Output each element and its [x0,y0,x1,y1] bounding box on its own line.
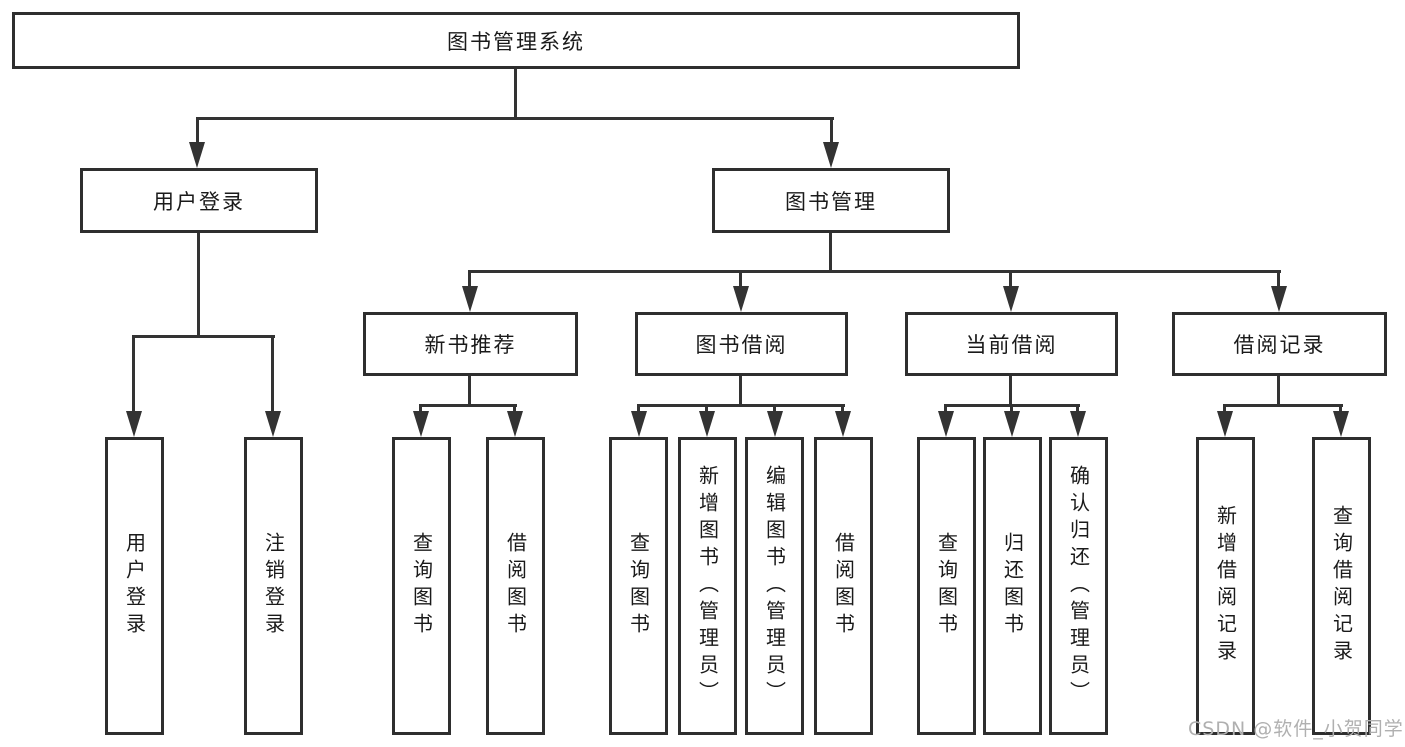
node-current-borrowing-label: 当前借阅 [965,333,1058,357]
leaf-add-borrow-record: 新增借阅记录 [1196,437,1255,735]
arrowhead-b2 [507,411,523,437]
leaf-user-login-label: 用户登录 [122,532,147,640]
leaf-logout: 注销登录 [244,437,303,735]
node-book-management-label: 图书管理 [785,189,877,214]
leaf-borrow-books-2-label: 借阅图书 [831,532,856,640]
connector-stem-d2 [1010,406,1013,414]
leaf-user-login: 用户登录 [105,437,164,735]
leaf-return-books-label: 归还图书 [1000,532,1025,640]
connector-records-stub [1277,376,1280,406]
node-root-label: 图书管理系统 [447,29,585,54]
arrowhead-d2 [1004,411,1020,437]
node-current-borrowing: 当前借阅 [905,312,1118,376]
arrowhead-a1 [126,411,142,437]
arrowhead-e2 [1333,411,1349,437]
leaf-borrow-books-1-label: 借阅图书 [503,532,528,640]
connector-stem-e1 [1223,406,1226,414]
arrowhead-l3d [1271,286,1287,312]
arrowhead-l3b [733,286,749,312]
leaf-return-books: 归还图书 [983,437,1042,735]
connector-stem-user-login [196,119,199,145]
node-user-login-label: 用户登录 [153,189,245,214]
connector-stem-l3d [1277,272,1280,288]
leaf-add-books-admin-label: 新增图书（管理员） [695,464,720,708]
connector-userlogin-stub [197,233,200,337]
leaf-borrow-books-2: 借阅图书 [814,437,873,735]
connector-stem-e2 [1339,406,1342,414]
connector-stem-l3b [739,272,742,288]
node-book-borrowing-label: 图书借阅 [695,333,788,357]
arrowhead-c3 [767,411,783,437]
leaf-edit-books-admin: 编辑图书（管理员） [745,437,804,735]
arrowhead-c1 [631,411,647,437]
connector-userlogin-split [132,335,275,338]
csdn-watermark: CSDN @软件_小贺同学 [1188,718,1404,740]
node-borrowing-records: 借阅记录 [1172,312,1387,376]
connector-stem-a1 [132,337,135,412]
connector-stem-d3 [1076,406,1079,414]
arrowhead-l3a [462,286,478,312]
connector-records-split [1223,404,1343,407]
leaf-add-books-admin: 新增图书（管理员） [678,437,737,735]
leaf-confirm-return-admin-label: 确认归还（管理员） [1066,464,1091,708]
connector-stem-c4 [841,406,844,414]
arrowhead-d3 [1070,411,1086,437]
node-borrowing-records-label: 借阅记录 [1233,333,1326,357]
arrowhead-user-login [189,142,205,168]
connector-stem-l3a [468,272,471,288]
connector-stem-b2 [513,406,516,414]
leaf-borrow-books-1: 借阅图书 [486,437,545,735]
leaf-query-books-1-label: 查询图书 [409,532,434,640]
connector-borrowing-stub [739,376,742,406]
arrowhead-a2 [265,411,281,437]
node-book-borrowing: 图书借阅 [635,312,848,376]
connector-bookmgmt-stub [829,233,832,273]
leaf-query-books-3-label: 查询图书 [934,532,959,640]
connector-root-split [196,117,834,120]
leaf-query-borrow-record: 查询借阅记录 [1312,437,1371,735]
arrowhead-b1 [413,411,429,437]
connector-stem-d1 [944,406,947,414]
connector-stem-c1 [637,406,640,414]
arrowhead-c2 [699,411,715,437]
arrowhead-l3c [1003,286,1019,312]
arrowhead-d1 [938,411,954,437]
leaf-query-borrow-record-label: 查询借阅记录 [1329,505,1354,667]
leaf-query-books-3: 查询图书 [917,437,976,735]
connector-stem-a2 [271,337,274,412]
leaf-query-books-1: 查询图书 [392,437,451,735]
node-new-book-recommend: 新书推荐 [363,312,578,376]
node-user-login: 用户登录 [80,168,318,233]
arrowhead-e1 [1217,411,1233,437]
leaf-add-borrow-record-label: 新增借阅记录 [1213,505,1238,667]
connector-stem-c2 [705,406,708,414]
connector-borrowing-split [637,404,845,407]
leaf-logout-label: 注销登录 [261,532,286,640]
leaf-edit-books-admin-label: 编辑图书（管理员） [762,464,787,708]
leaf-query-books-2-label: 查询图书 [626,532,651,640]
arrowhead-c4 [835,411,851,437]
connector-root-stub [514,69,517,119]
connector-bookmgmt-split [468,270,1281,273]
connector-newbook-split [419,404,517,407]
arrowhead-book-mgmt [823,142,839,168]
node-root: 图书管理系统 [12,12,1020,69]
connector-stem-l3c [1009,272,1012,288]
connector-current-stub [1009,376,1012,406]
connector-current-split [944,404,1080,407]
leaf-query-books-2: 查询图书 [609,437,668,735]
node-new-book-recommend-label: 新书推荐 [424,333,517,357]
connector-stem-c3 [773,406,776,414]
node-book-management: 图书管理 [712,168,950,233]
connector-stem-b1 [419,406,422,414]
connector-stem-book-mgmt [830,119,833,145]
leaf-confirm-return-admin: 确认归还（管理员） [1049,437,1108,735]
connector-newbook-stub [468,376,471,406]
